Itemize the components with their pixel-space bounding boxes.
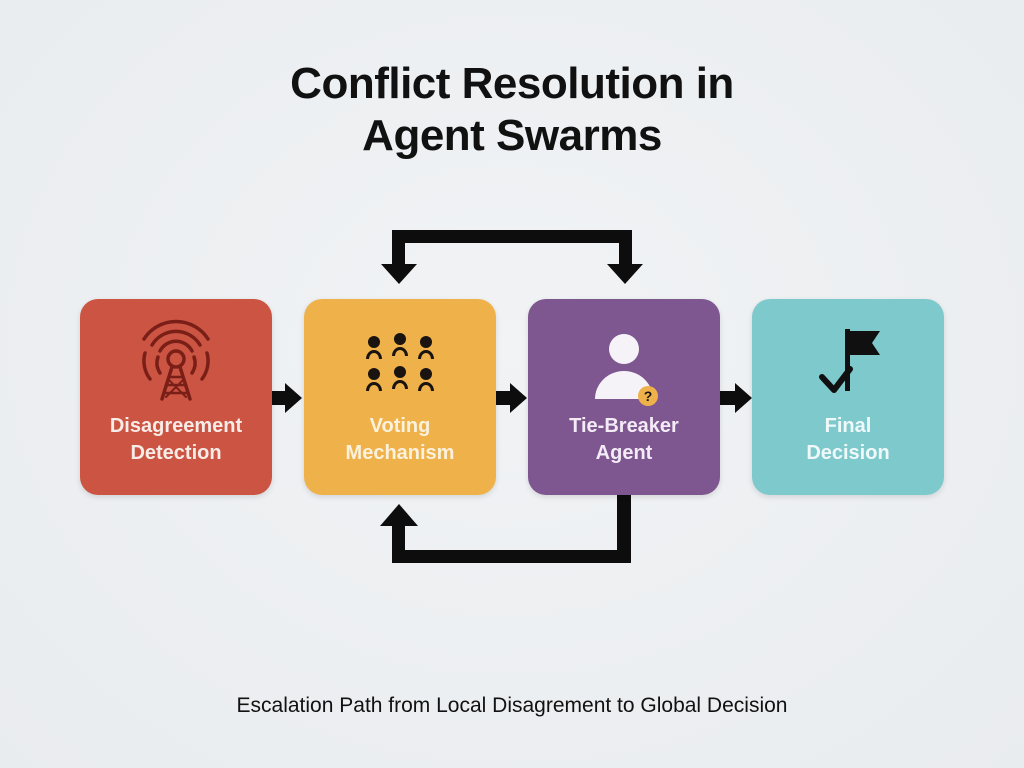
bottom-loop-bar (392, 550, 631, 563)
stage-label-line-2: Agent (595, 442, 653, 464)
arrow-tiebreaker-to-decision (720, 383, 752, 413)
question-badge-icon (638, 386, 658, 406)
arrow-down-to-tiebreaker (607, 264, 643, 284)
stage-label-line-2: Decision (806, 442, 890, 464)
diagram-caption: Escalation Path from Local Disagrement t… (236, 694, 788, 717)
stage-final-decision: Final Decision (752, 299, 944, 495)
stage-label: Final Decision (752, 413, 944, 467)
arrow-down-to-voting (381, 264, 417, 284)
title-line-1: Conflict Resolution in (290, 59, 734, 108)
arrow-up-to-voting (380, 504, 418, 526)
antenna-tower-icon (142, 319, 210, 401)
stage-voting-mechanism: Voting Mechanism (304, 299, 496, 495)
title-line-2: Agent Swarms (362, 111, 662, 160)
top-feedback-loop (381, 230, 643, 284)
page-title: Conflict Resolution in Agent Swarms (0, 58, 1024, 162)
arrow-detection-to-voting (272, 383, 302, 413)
stage-label-line-2: Mechanism (345, 442, 455, 464)
stage-label-line-1: Voting (369, 415, 431, 437)
stage-label: Tie-Breaker Agent (528, 413, 720, 467)
forward-arrows (272, 383, 752, 413)
stage-label: Voting Mechanism (304, 413, 496, 467)
bottom-loop-left-stem (392, 524, 405, 563)
stage-label: Disagreement Detection (80, 413, 272, 467)
stage-label-line-1: Final (824, 415, 872, 437)
flag-check-icon (819, 329, 880, 393)
question-badge-symbol: ? (644, 388, 653, 404)
agent-question-icon: ? (595, 334, 658, 406)
top-loop-bar (392, 230, 632, 243)
stage-label-line-2: Detection (130, 442, 222, 464)
arrow-voting-to-tiebreaker (496, 383, 527, 413)
bottom-feedback-loop (380, 495, 631, 563)
stage-label-line-1: Tie-Breaker (569, 415, 679, 437)
stage-label-line-1: Disagreement (109, 415, 243, 437)
stage-disagreement-detection: Disagreement Detection (80, 299, 272, 495)
voters-group-icon (366, 333, 434, 391)
top-loop-left-stem (392, 230, 405, 266)
top-loop-right-stem (619, 230, 632, 266)
stage-tie-breaker-agent: ? Tie-Breaker Agent (528, 299, 720, 495)
bottom-loop-right-stem (617, 495, 631, 563)
